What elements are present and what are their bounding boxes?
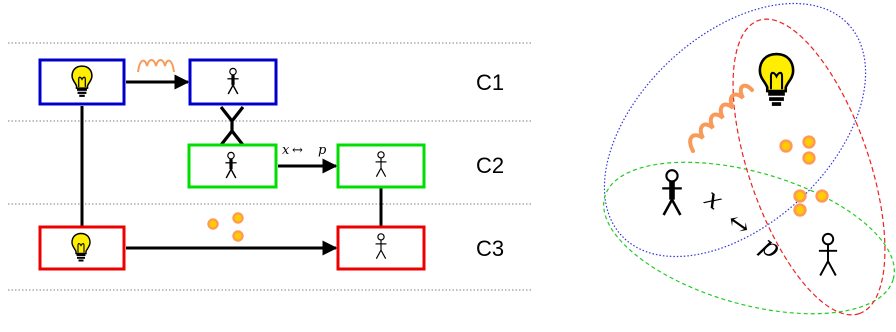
lightbulb-icon xyxy=(758,52,795,108)
c2-arrow-label: x ↔ p xyxy=(282,143,327,158)
right-diagonal-label: x ↔ p xyxy=(699,183,786,265)
particles-icon xyxy=(207,212,244,242)
ellipse-c2 xyxy=(603,161,895,315)
svg-text:x: x xyxy=(699,183,728,216)
svg-text:↔: ↔ xyxy=(292,143,303,158)
svg-text:p: p xyxy=(755,231,786,265)
svg-text:p: p xyxy=(318,143,327,158)
svg-text:x: x xyxy=(282,143,290,158)
stick-figure-icon xyxy=(817,232,839,277)
row-label-c3: C3 xyxy=(476,236,504,261)
ellipse-c1 xyxy=(603,2,867,258)
particles-icon xyxy=(779,135,829,217)
wave-icon xyxy=(688,83,754,153)
stick-figure-icon xyxy=(662,170,682,215)
wave-icon xyxy=(137,59,175,73)
ellipse-c3 xyxy=(732,18,886,316)
svg-text:↔: ↔ xyxy=(721,206,756,243)
row-label-c1: C1 xyxy=(476,70,504,95)
c1-c2-entanglement-link xyxy=(219,106,245,146)
row-label-c2: C2 xyxy=(476,153,504,178)
